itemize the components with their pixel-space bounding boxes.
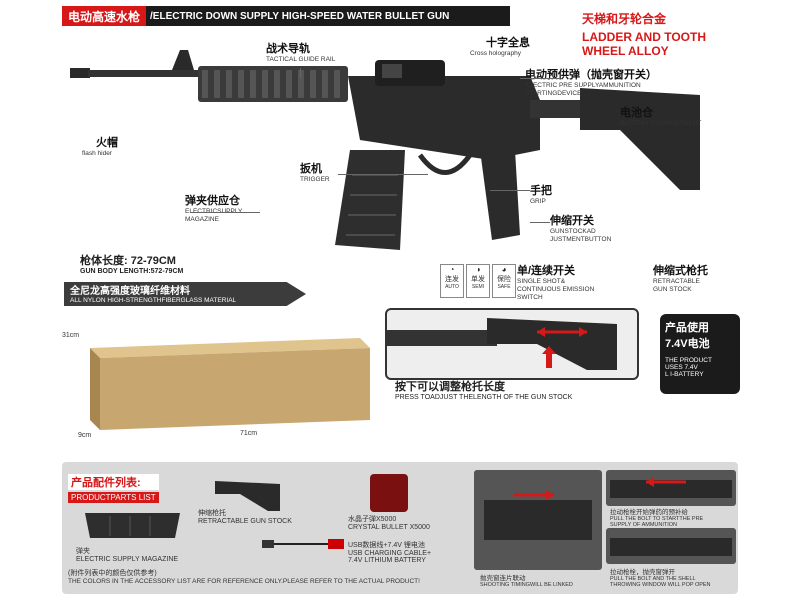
package-box <box>90 338 370 430</box>
label-magazine: 弹夹供应仓 ELECTRICSUPPLY MAGAZINE <box>185 195 243 223</box>
label-grip: 手把 GRIP <box>530 185 552 205</box>
label-rail: 战术导轨 TACTICAL GUIDE RAIL <box>266 43 336 63</box>
label-stock: 伸缩式枪托 RETRACTABLE GUN STOCK <box>653 265 708 293</box>
box-height: 31cm <box>62 332 80 339</box>
header-title-en: /ELECTRIC DOWN SUPPLY HIGH-SPEED WATER B… <box>150 10 450 22</box>
mode-safe-icon: ◕ 保险 SAFE <box>492 264 516 298</box>
accessory-usb-img <box>262 539 344 549</box>
box-width: 71cm <box>240 430 258 437</box>
stock-adjust-panel <box>385 308 639 380</box>
front-sight-shape <box>172 50 194 70</box>
adjust-caption: 按下可以调整枪托长度 PRESS TOADJUST THELENGTH OF T… <box>395 381 573 401</box>
caption-linked: 抛壳窗连片联动 SHOOTING TIMINGWILL BE LINKED <box>480 575 573 588</box>
label-presupply: 电动预供弹（抛壳窗开关） ELECTRIC PRE SUPPLYAMMUNITI… <box>525 69 657 97</box>
box-top <box>90 338 370 358</box>
receiver-shape <box>348 76 540 160</box>
mode-semi-icon: ◑ 单发 SEMI <box>466 264 490 298</box>
alloy-en1: LADDER AND TOOTH <box>582 30 706 44</box>
alloy-en2: WHEEL ALLOY <box>582 44 669 58</box>
accessory-stock-label: 伸缩枪托 RETRACTABLE GUN STOCK <box>198 510 292 525</box>
header-bar: 电动高速水枪 /ELECTRIC DOWN SUPPLY HIGH-SPEED … <box>62 6 510 26</box>
header-title-cn: 电动高速水枪 <box>62 6 147 26</box>
box-front <box>100 348 370 430</box>
accessory-stock-img <box>215 481 280 511</box>
label-trigger: 扳机 TRIGGER <box>300 163 330 183</box>
mode-icons: ◔ 连发 AUTO ◑ 单发 SEMI ◕ 保险 SAFE <box>440 264 516 298</box>
rifle-illustration <box>70 50 700 250</box>
label-mode: 单/连续开关 SINGLE SHOT& CONTINUOUS EMISSION … <box>517 265 595 301</box>
barrel-shape <box>88 70 198 77</box>
label-battery: 电池仓 BATTERY COMPARTMENT <box>620 107 702 127</box>
buffer-tube-shape <box>530 100 590 118</box>
flash-hider-shape <box>70 68 90 78</box>
accessory-usb-label: USB数据线+7.4V 锂电池 USB CHARGING CABLE+ 7.4V… <box>348 542 432 564</box>
mode-auto-icon: ◔ 连发 AUTO <box>440 264 464 298</box>
alloy-block: 天梯和牙轮合金 LADDER AND TOOTH WHEEL ALLOY <box>582 10 706 58</box>
photo-pull <box>606 470 736 506</box>
box-side <box>90 348 100 430</box>
label-holo: 十字全息 Cross holography <box>470 37 530 57</box>
accessory-magazine-label: 弹夹 ELECTRIC SUPPLY MAGAZINE <box>76 548 179 563</box>
battery-info-box: 产品使用 7.4V电池 THE PRODUCT USES 7.4V L I-BA… <box>660 314 740 394</box>
material-bar: 全尼龙高强度玻璃纤维材料 ALL NYLON HIGH-STRENGTHFIBE… <box>64 282 306 306</box>
gun-length: 枪体长度: 72-79CM GUN BODY LENGTH:572-79CM <box>80 255 184 275</box>
trigger-guard-shape <box>417 153 473 175</box>
accessory-crystal-label: 水晶子弹X5000 CRYSTAL BULLET X5000 <box>348 516 430 531</box>
caption-bolt: 拉动枪栓，抛壳窗弹开 PULL THE BOLT AND THE SHELL T… <box>610 569 711 588</box>
caption-pull: 拉动枪栓开始弹药的预补给 PULL THE BOLT TO STARTTHE P… <box>610 509 704 528</box>
stock-shape <box>580 88 700 190</box>
accessory-magazine-img <box>85 513 180 538</box>
photo-linked <box>474 470 602 570</box>
label-flash: 火帽 flash hider <box>82 137 118 157</box>
box-depth: 9cm <box>78 432 92 439</box>
label-stockbtn: 伸缩开关 GUNSTOCKAD JUSTMENTBUTTON <box>550 215 612 243</box>
parts-title: 产品配件列表: PRODUCTPARTS LIST <box>68 474 159 503</box>
photo-bolt <box>606 528 736 564</box>
crystal-bullet-pack <box>370 474 408 512</box>
parts-note: (附件列表中的颜色仅供参考) THE COLORS IN THE ACCESSO… <box>68 570 420 585</box>
grip-shape <box>480 150 520 240</box>
alloy-cn: 天梯和牙轮合金 <box>582 12 667 26</box>
